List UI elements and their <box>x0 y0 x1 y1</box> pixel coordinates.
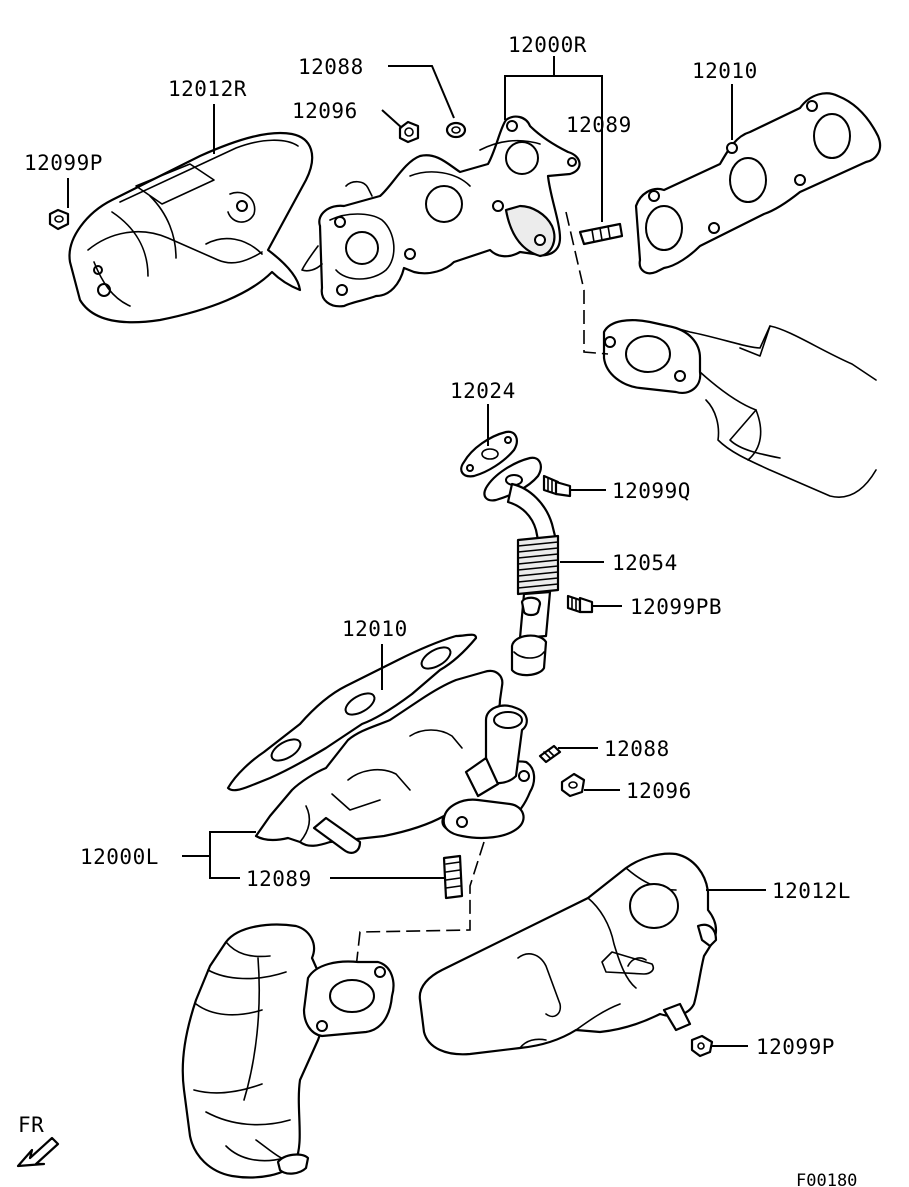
label-12012l: 12012L <box>772 879 851 903</box>
heat-shield-left[interactable] <box>418 852 718 1056</box>
label-12088-mid: 12088 <box>604 737 670 761</box>
egr-pipe-12054[interactable] <box>483 456 560 677</box>
gasket-12088-top[interactable] <box>445 121 467 139</box>
gasket-12024[interactable] <box>460 430 518 478</box>
gasket-12010-mid[interactable] <box>226 633 478 792</box>
nut-12099p-top[interactable] <box>48 208 70 231</box>
label-12010-top: 12010 <box>692 59 758 83</box>
leader-lines <box>67 56 766 1047</box>
label-12089-mid: 12089 <box>246 867 312 891</box>
label-12000r: 12000R <box>508 33 587 57</box>
label-12099p-top: 12099P <box>24 151 103 175</box>
label-12096-mid: 12096 <box>626 779 692 803</box>
label-12099pb: 12099PB <box>630 595 722 619</box>
stud-12089-mid[interactable] <box>442 854 464 900</box>
heat-shield-right[interactable] <box>68 131 314 324</box>
front-direction-label: FR <box>18 1113 44 1137</box>
nut-12096-top[interactable] <box>398 120 420 144</box>
stud-12089-top[interactable] <box>578 222 624 246</box>
gasket-12088-mid[interactable] <box>538 744 562 764</box>
catalytic-converter-right <box>602 319 877 498</box>
label-12000l: 12000L <box>80 845 159 869</box>
label-12099p-bottom: 12099P <box>756 1035 835 1059</box>
label-12096-top: 12096 <box>292 99 358 123</box>
exhaust-manifold-right[interactable] <box>301 115 581 308</box>
label-12099q: 12099Q <box>612 479 691 503</box>
gasket-12010-top[interactable] <box>634 92 882 275</box>
nut-12099p-bottom[interactable] <box>690 1034 714 1058</box>
nut-12096-mid[interactable] <box>560 772 586 798</box>
bolt-12099q[interactable] <box>542 474 572 498</box>
label-12054: 12054 <box>612 551 678 575</box>
label-12024: 12024 <box>450 379 516 403</box>
label-12012r: 12012R <box>168 77 247 101</box>
catalytic-converter-left <box>181 923 395 1179</box>
front-direction-arrow-icon <box>16 1136 60 1168</box>
exhaust-manifold-left[interactable] <box>254 669 536 854</box>
bolt-12099pb[interactable] <box>566 594 594 614</box>
label-12089-top: 12089 <box>566 113 632 137</box>
figure-code: F00180 <box>796 1171 857 1187</box>
label-12010-mid: 12010 <box>342 617 408 641</box>
label-12088-top: 12088 <box>298 55 364 79</box>
